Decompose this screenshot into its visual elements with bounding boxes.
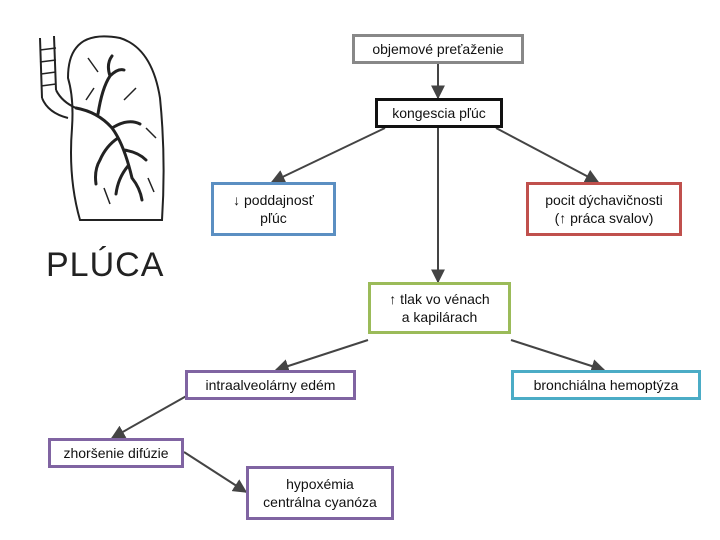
lung-drawing	[39, 35, 165, 221]
arrow-pressure-to-edema	[274, 339, 369, 373]
arrow-congestion-to-dyspnea	[495, 127, 600, 183]
arrow-pressure-to-hemoptysis	[510, 339, 606, 373]
node-label: kongescia pľúc	[392, 105, 486, 121]
node-label: pocit dýchavičnosti (↑ práca svalov)	[545, 192, 663, 226]
node-label: zhoršenie difúzie	[63, 445, 169, 461]
node-label: intraalveolárny edém	[205, 377, 336, 393]
arrow-diffusion-to-hypoxemia	[183, 451, 248, 493]
node-label: objemové preťaženie	[372, 41, 504, 57]
node-label: hypoxémia centrálna cyanóza	[263, 476, 377, 510]
arrow-congestion-to-compliance	[270, 127, 386, 183]
diagram-title: PLÚCA	[46, 246, 165, 284]
node-zhorsenie-difuzie: zhoršenie difúzie	[48, 438, 184, 468]
node-objemove-pretazenie: objemové preťaženie	[352, 34, 524, 64]
arrow-edema-to-diffusion	[110, 393, 191, 439]
node-bronchialna-hemoptyza: bronchiálna hemoptýza	[511, 370, 701, 400]
node-intraalveolarny-edem: intraalveolárny edém	[185, 370, 356, 400]
node-pocit-dychavicnosti: pocit dýchavičnosti (↑ práca svalov)	[526, 182, 682, 236]
node-tlak-vo-venach: ↑ tlak vo vénach a kapilárach	[368, 282, 511, 334]
node-kongescia-pluc: kongescia pľúc	[375, 98, 503, 128]
node-hypoxemia: hypoxémia centrálna cyanóza	[246, 466, 394, 520]
node-label: bronchiálna hemoptýza	[533, 377, 679, 393]
node-label: ↑ tlak vo vénach a kapilárach	[389, 291, 490, 325]
node-label: ↓ poddajnosť pľúc	[233, 192, 314, 226]
node-poddajnost-pluc: ↓ poddajnosť pľúc	[211, 182, 336, 236]
